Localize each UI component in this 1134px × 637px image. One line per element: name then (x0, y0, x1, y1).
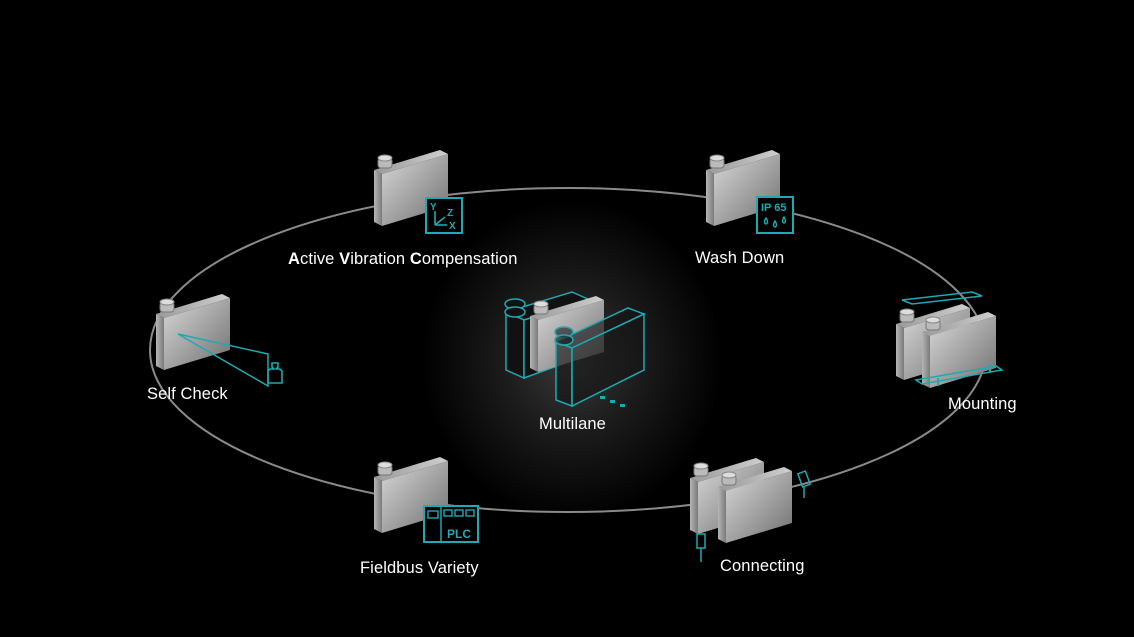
plc-icon: PLC (423, 505, 479, 543)
label-fieldbus-variety: Fieldbus Variety (360, 559, 479, 577)
label-connecting: Connecting (720, 557, 805, 575)
label-self-check: Self Check (147, 385, 228, 403)
label-active-vibration-compensation: Active Vibration Compensation (288, 250, 518, 268)
label-multilane: Multilane (539, 415, 606, 433)
label-mounting: Mounting (948, 395, 1017, 413)
svg-text:Y: Y (430, 202, 437, 213)
xyz-axes-icon: Y Z X (425, 197, 463, 234)
label-wash-down: Wash Down (695, 249, 785, 267)
ip65-water-drops-icon: IP 65 (756, 196, 794, 234)
test-weight-icon (267, 362, 283, 384)
svg-text:X: X (449, 221, 456, 232)
svg-text:IP 65: IP 65 (761, 202, 787, 214)
mounting-bracket-screws-icon (896, 291, 1004, 388)
node-multilane[interactable] (498, 290, 648, 420)
svg-text:PLC: PLC (447, 527, 471, 541)
connector-plug-icon (690, 458, 812, 562)
multilane-cells-image (503, 291, 646, 408)
node-connecting[interactable] (682, 450, 822, 570)
node-mounting[interactable] (886, 288, 1006, 393)
svg-text:Z: Z (447, 208, 453, 219)
